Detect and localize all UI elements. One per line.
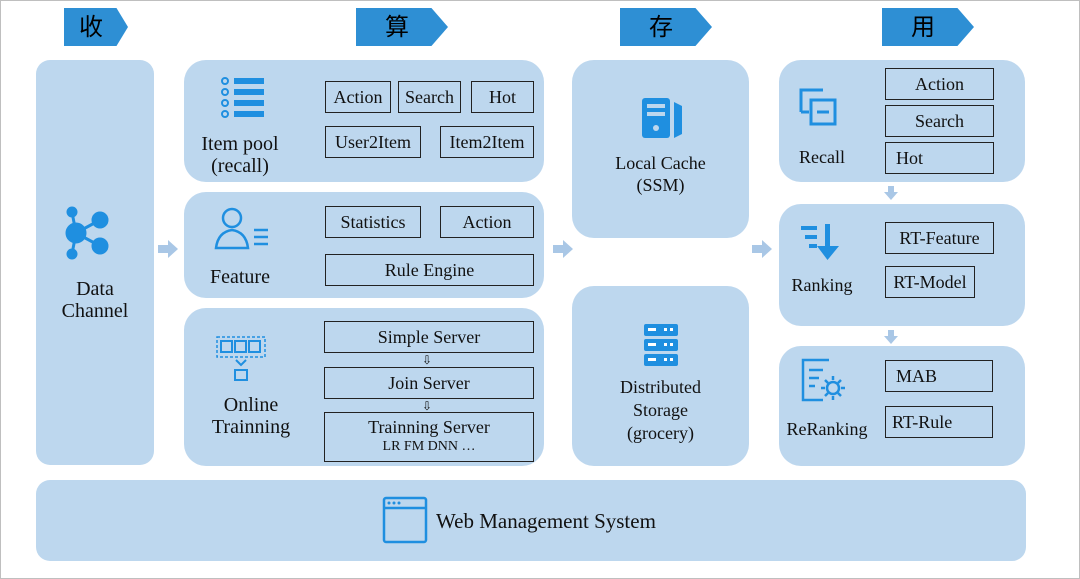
- recall-panel: Recall Action Search Hot: [779, 60, 1025, 182]
- box-feature-action: Action: [440, 206, 534, 238]
- storage-label-1: Distributed: [620, 377, 701, 397]
- box-rule-engine: Rule Engine: [325, 254, 534, 286]
- box-recall-action: Action: [885, 68, 994, 100]
- local-cache-label-2: (SSM): [636, 175, 685, 195]
- web-management-panel: Web Management System: [36, 480, 1026, 561]
- box-search: Search: [398, 81, 461, 113]
- box-hot: Hot: [471, 81, 534, 113]
- header-compute: 算: [356, 8, 448, 46]
- sort-down-icon: [801, 224, 839, 260]
- data-channel-label-2: Channel: [61, 300, 129, 322]
- ranking-label: Ranking: [791, 275, 853, 295]
- local-cache-panel: Local Cache (SSM): [572, 60, 749, 238]
- local-cache-label-1: Local Cache: [615, 153, 706, 173]
- right-arrow-icon: [553, 240, 573, 258]
- list-icon: [221, 77, 264, 118]
- box-user2item: User2Item: [325, 126, 421, 158]
- feature-panel: Feature Statistics Action Rule Engine: [184, 192, 544, 298]
- down-arrow-icon: ⇩: [422, 399, 433, 413]
- recall-copy-icon: [799, 88, 837, 126]
- down-arrow-icon: ⇩: [422, 353, 433, 367]
- user-list-icon: [214, 207, 268, 250]
- item-pool-panel: Item pool (recall) Action Search Hot Use…: [184, 60, 544, 182]
- training-server-label: Trainning Server: [368, 417, 490, 437]
- down-arrow-icon: [884, 330, 898, 344]
- storage-panel: Distributed Storage (grocery): [572, 286, 749, 466]
- box-statistics: Statistics: [325, 206, 421, 238]
- box-recall-search: Search: [885, 105, 994, 137]
- storage-label-2: Storage: [633, 400, 688, 420]
- box-mab: MAB: [885, 360, 993, 392]
- box-simple-server: Simple Server: [324, 321, 534, 353]
- right-arrow-icon: [158, 240, 178, 258]
- rerank-gear-icon: [801, 358, 845, 402]
- reranking-label: ReRanking: [786, 419, 868, 439]
- database-icon: [644, 324, 678, 366]
- storage-label-3: (grocery): [627, 423, 694, 443]
- box-rt-feature: RT-Feature: [885, 222, 994, 254]
- box-rt-rule: RT-Rule: [885, 406, 993, 438]
- box-training-server: Trainning Server LR FM DNN …: [324, 412, 534, 462]
- box-join-server: Join Server: [324, 367, 534, 399]
- web-management-label: Web Management System: [436, 509, 656, 533]
- ranking-panel: Ranking RT-Feature RT-Model: [779, 204, 1025, 326]
- header-use: 用: [882, 8, 974, 46]
- down-arrow-icon: [884, 186, 898, 200]
- header-store: 存: [620, 8, 712, 46]
- box-rt-model: RT-Model: [885, 266, 975, 298]
- item-pool-label-1: Item pool: [201, 133, 279, 155]
- training-grid-icon: [216, 336, 266, 381]
- box-recall-hot: Hot: [885, 142, 994, 174]
- box-item2item: Item2Item: [440, 126, 534, 158]
- reranking-panel: ReRanking MAB RT-Rule: [779, 346, 1025, 466]
- browser-window-icon: [382, 496, 428, 544]
- data-channel-label-1: Data: [76, 278, 114, 300]
- online-label-1: Online: [223, 394, 279, 416]
- data-channel-panel: Data Channel: [36, 60, 154, 465]
- network-icon: [65, 206, 109, 260]
- box-action: Action: [325, 81, 391, 113]
- server-icon: [642, 98, 682, 138]
- online-label-2: Trainning: [211, 416, 291, 438]
- right-arrow-icon: [752, 240, 772, 258]
- training-models-label: LR FM DNN …: [382, 439, 476, 454]
- recall-label: Recall: [799, 147, 845, 167]
- item-pool-label-2: (recall): [211, 155, 269, 177]
- online-training-panel: Online Trainning Simple Server ⇩ Join Se…: [184, 308, 544, 466]
- header-collect: 收: [64, 8, 128, 46]
- feature-label: Feature: [210, 266, 270, 288]
